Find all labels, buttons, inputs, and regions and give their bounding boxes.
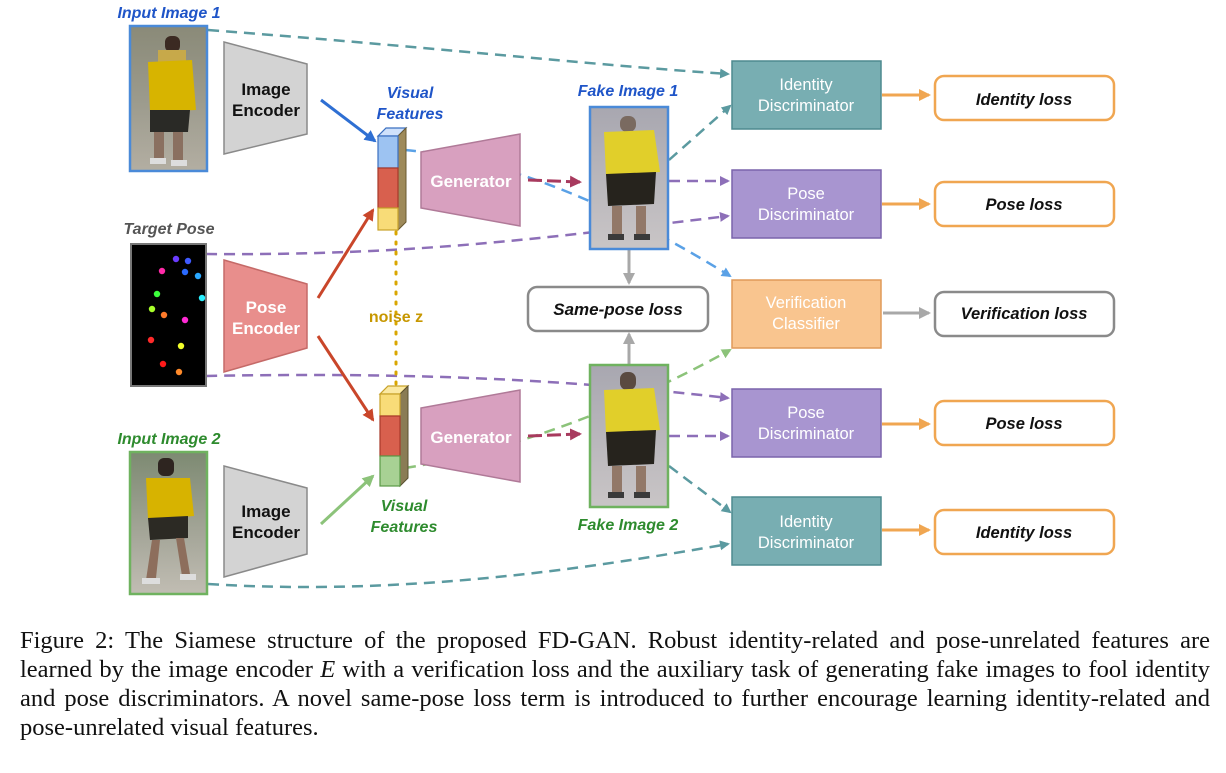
pose-discriminator-1-line1: Pose <box>787 185 825 203</box>
edge-input1-to-identity-disc1 <box>207 28 730 79</box>
identity-loss-1-box: Identity loss <box>933 74 1116 122</box>
target-pose-image <box>130 243 207 387</box>
fake-image-2 <box>588 363 670 509</box>
input-image-2-label: Input Image 2 <box>117 431 220 448</box>
pose-encoder-line2: Encoder <box>232 319 300 338</box>
identity-loss-2-label: Identity loss <box>976 524 1072 542</box>
visual-features-1-line2: Features <box>377 106 444 123</box>
image-encoder-2: Image Encoder <box>223 465 308 578</box>
edge-fake1-to-identity-disc1 <box>668 104 732 161</box>
verification-classifier-line2: Classifier <box>772 315 840 333</box>
target-pose-label: Target Pose <box>124 221 215 238</box>
identity-discriminator-1-line1: Identity <box>779 76 833 94</box>
caption-part2: with a verification loss and the auxilia… <box>20 656 1210 741</box>
input-image-2 <box>128 450 209 596</box>
fake-image-1-label: Fake Image 1 <box>578 83 679 100</box>
figure-caption: Figure 2: The Siamese structure of the p… <box>20 626 1210 742</box>
identity-discriminator-1: Identity Discriminator <box>731 60 882 130</box>
edge-encoder2-to-vf2 <box>319 474 375 526</box>
identity-discriminator-1-line2: Discriminator <box>758 97 855 115</box>
pose-discriminator-2-line2: Discriminator <box>758 425 855 443</box>
edge-generator2-to-fake2 <box>527 428 582 441</box>
feature-stack-1 <box>376 126 408 232</box>
pose-loss-2-box: Pose loss <box>933 399 1116 447</box>
identity-loss-2-box: Identity loss <box>933 508 1116 556</box>
input-image-1 <box>128 24 209 173</box>
generator-1: Generator <box>420 133 521 227</box>
fd-gan-diagram: Input Image 1 Input Image 2 Target Pose <box>117 5 1116 596</box>
identity-loss-1-label: Identity loss <box>976 91 1072 109</box>
pose-discriminator-2-line1: Pose <box>787 404 825 422</box>
pose-encoder-line1: Pose <box>246 298 287 317</box>
edge-generator1-to-fake1 <box>527 175 582 188</box>
edge-pose-encoder-to-vf2 <box>316 335 375 422</box>
pose-loss-1-box: Pose loss <box>933 180 1116 228</box>
generator-2: Generator <box>420 389 521 483</box>
pose-discriminator-1: Pose Discriminator <box>731 169 882 239</box>
image-encoder-1-line2: Encoder <box>232 101 300 120</box>
generator-2-label: Generator <box>430 428 512 447</box>
pose-encoder: Pose Encoder <box>223 259 308 373</box>
edge-pose-encoder-to-vf1 <box>316 208 375 299</box>
pose-discriminator-2: Pose Discriminator <box>731 388 882 458</box>
edge-encoder1-to-vf1 <box>320 98 377 143</box>
fake-image-2-label: Fake Image 2 <box>578 517 679 534</box>
same-pose-loss-box: Same-pose loss <box>526 285 710 333</box>
identity-discriminator-2-line2: Discriminator <box>758 534 855 552</box>
verification-classifier-line1: Verification <box>766 294 847 312</box>
input-image-1-label: Input Image 1 <box>117 5 220 22</box>
verification-classifier: Verification Classifier <box>731 279 882 349</box>
image-encoder-1-line1: Image <box>241 80 290 99</box>
identity-discriminator-2-line1: Identity <box>779 513 833 531</box>
visual-features-1-line1: Visual <box>387 85 434 102</box>
feature-stack-2 <box>378 384 410 488</box>
visual-features-2-line1: Visual <box>381 498 428 515</box>
generator-1-label: Generator <box>430 172 512 191</box>
verification-loss-label: Verification loss <box>961 305 1088 323</box>
fake-image-1 <box>588 105 670 251</box>
caption-part1: Figure 2: The Siamese structure of the p… <box>20 627 1210 683</box>
pose-discriminator-1-line2: Discriminator <box>758 206 855 224</box>
edge-input2-to-identity-disc2 <box>207 540 730 589</box>
image-encoder-2-line2: Encoder <box>232 523 300 542</box>
image-encoder-2-line1: Image <box>241 502 290 521</box>
edge-fake2-to-identity-disc2 <box>668 465 732 514</box>
caption-math-e: E <box>320 656 336 683</box>
same-pose-loss-label: Same-pose loss <box>553 300 682 319</box>
verification-loss-box: Verification loss <box>933 290 1116 338</box>
identity-discriminator-2: Identity Discriminator <box>731 496 882 566</box>
noise-z-label: noise z <box>369 309 423 326</box>
pose-loss-1-label: Pose loss <box>985 196 1062 214</box>
image-encoder-1: Image Encoder <box>223 41 308 155</box>
visual-features-2-line2: Features <box>371 519 438 536</box>
pose-loss-2-label: Pose loss <box>985 415 1062 433</box>
